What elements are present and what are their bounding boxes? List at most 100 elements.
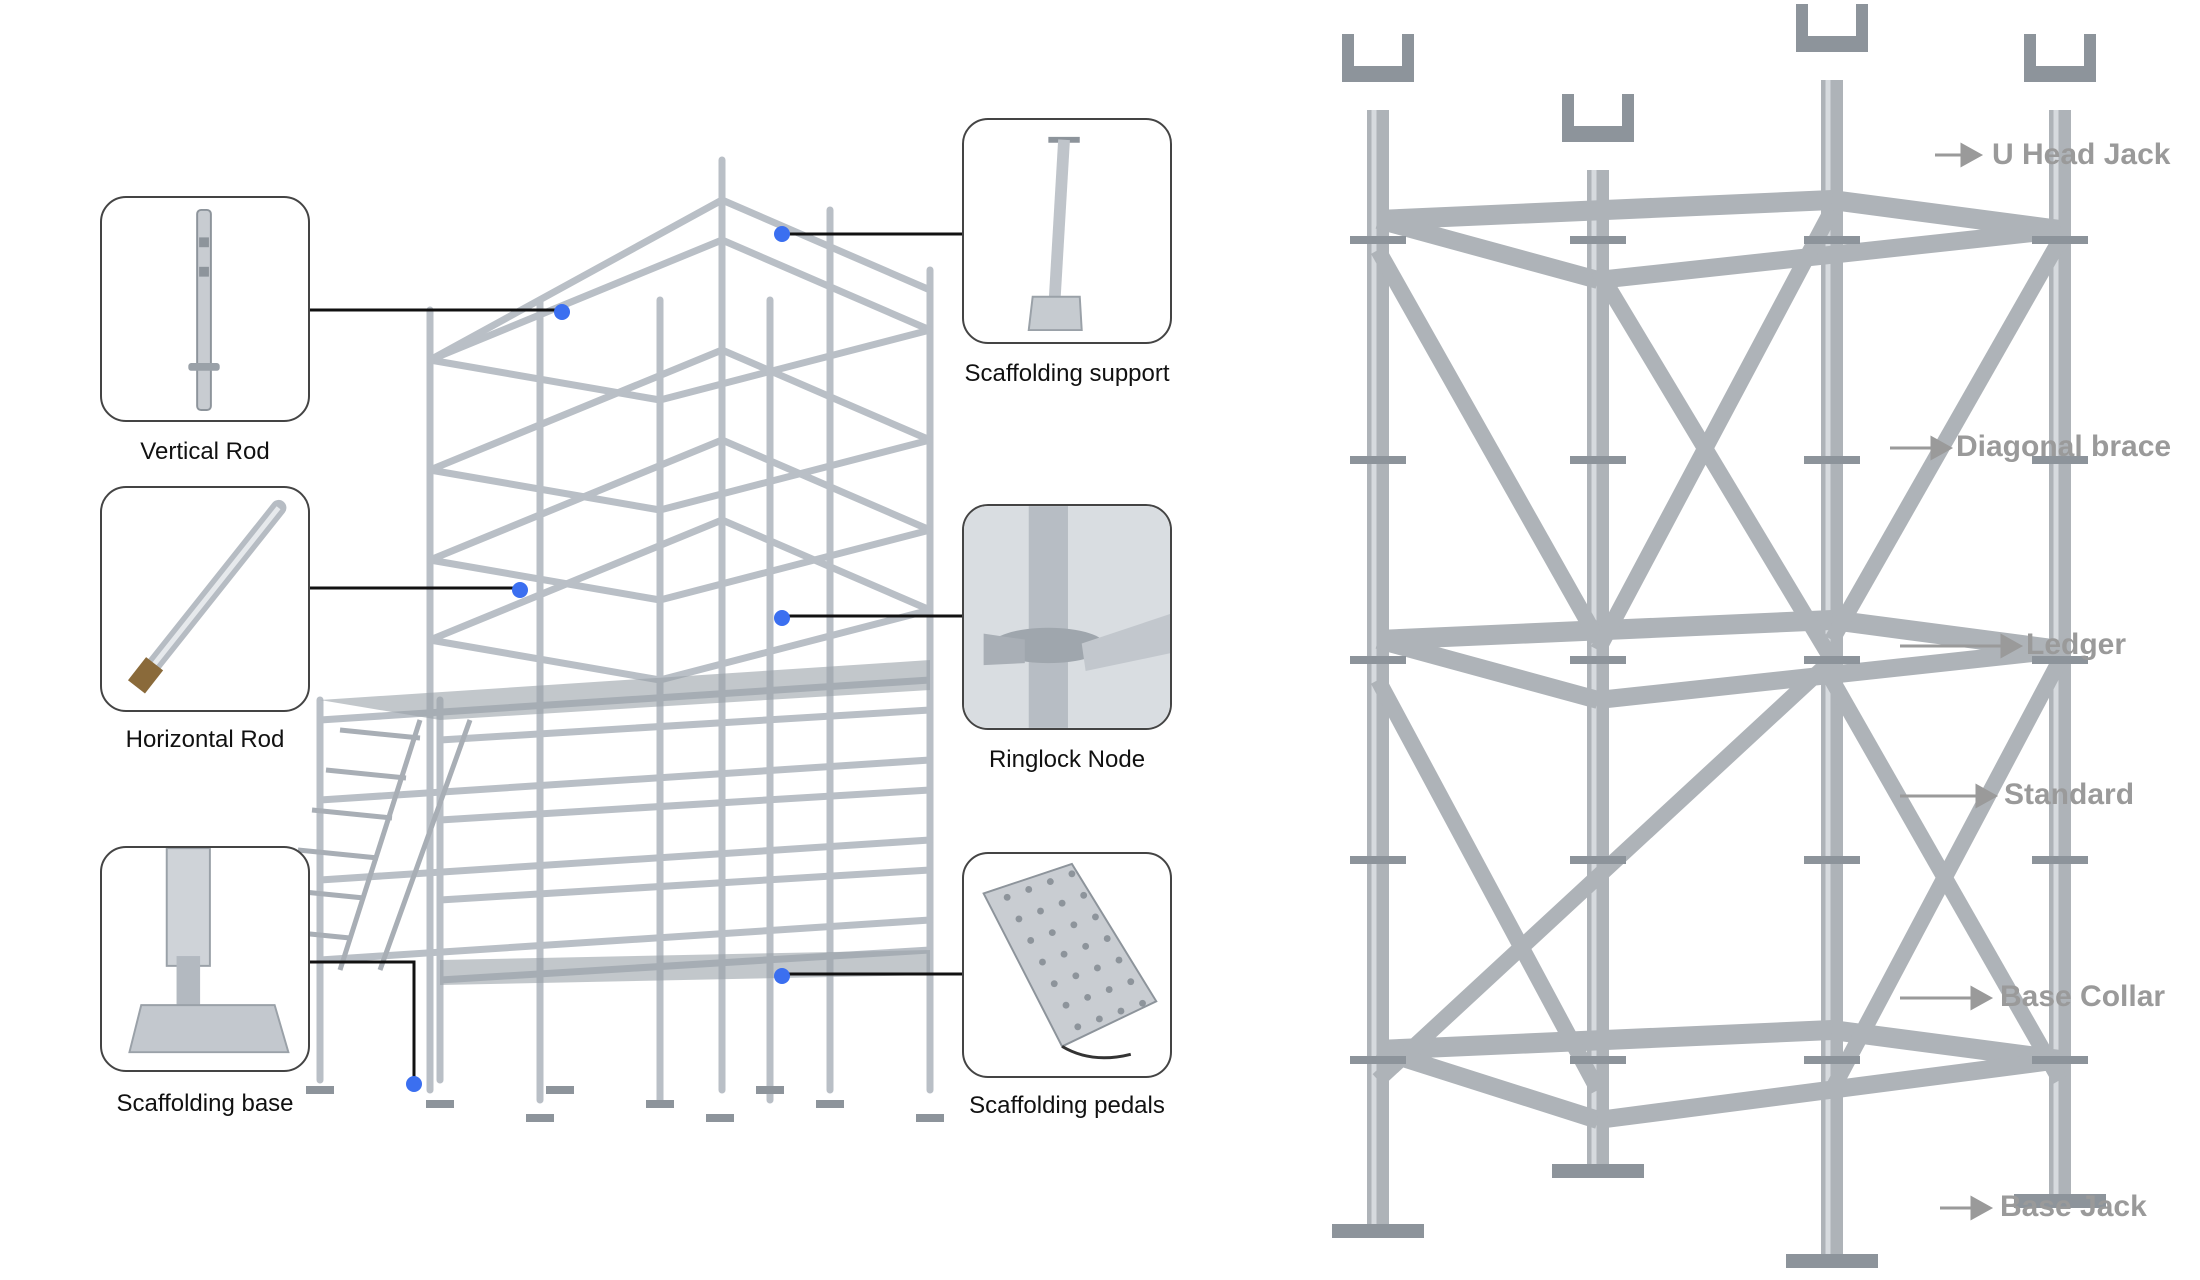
pointer-dot-scaffolding-base (406, 1076, 422, 1092)
stair-step (339, 727, 421, 741)
ledger (718, 196, 934, 294)
pedal-hole (1039, 958, 1046, 966)
rosette (1570, 856, 1626, 864)
rosette (2032, 656, 2088, 664)
callout-horizontal-rod (100, 486, 310, 712)
pointer-dot-scaffolding-support (774, 226, 790, 242)
ledger (1377, 1020, 1833, 1060)
ledger (1830, 190, 2062, 240)
stair-stringer (337, 719, 423, 971)
label-arrow-head (1930, 435, 1954, 461)
scaffolding-support-photo (1027, 136, 1083, 332)
rosette (1804, 1056, 1860, 1064)
pedal-hole (1046, 878, 1054, 886)
scaffolding-base-photo (128, 848, 290, 1054)
callout-scaffolding-pedals (962, 852, 1172, 1078)
u-head-side (2084, 34, 2096, 74)
u-head-side (1402, 34, 1414, 74)
base-plate (756, 1086, 784, 1094)
ledger (316, 756, 934, 804)
pedal-hole (1068, 870, 1076, 878)
ledger (426, 436, 726, 564)
ledger (426, 356, 664, 404)
rosette (1804, 656, 1860, 664)
deck-platform (440, 950, 930, 985)
rosette (1570, 1056, 1626, 1064)
shoring-tower-illustration (1332, 4, 2106, 1268)
pedal-hole (1070, 921, 1078, 929)
ledger (426, 236, 726, 364)
u-head-plate (2024, 66, 2096, 82)
diagonal-brace (1590, 206, 1840, 654)
label-arrow-head (1960, 142, 1984, 168)
base-plate (546, 1086, 574, 1094)
ledger (426, 346, 726, 474)
caption-scaffolding-pedals: Scaffolding pedals (969, 1092, 1165, 1119)
rosette (1570, 236, 1626, 244)
caption-horizontal-rod: Horizontal Rod (125, 726, 285, 753)
rosette (1350, 236, 1406, 244)
u-head-side (1562, 94, 1574, 134)
vertical-rod-photo (188, 208, 220, 412)
ledger (656, 326, 934, 404)
pedal-hole (1048, 929, 1056, 937)
u-head-side (1342, 34, 1354, 74)
base-plate (646, 1100, 674, 1108)
label-arrow-head (2000, 633, 2024, 659)
u-head-side (1796, 4, 1808, 44)
pedal-hole (1092, 913, 1099, 921)
caption-scaffolding-support: Scaffolding support (964, 360, 1170, 387)
ledger (1597, 221, 2061, 289)
label-u-head-jack: U Head Jack (1992, 138, 2171, 171)
pedal-hole (1127, 978, 1135, 986)
callout-scaffolding-support (962, 118, 1172, 344)
ledger (1597, 641, 2061, 709)
horizontal-rod-photo (127, 499, 287, 694)
ledger (436, 866, 934, 904)
ledger (316, 836, 934, 884)
base-jack-plate (2014, 1194, 2106, 1208)
base-plate (306, 1086, 334, 1094)
pedal-hole (1025, 886, 1033, 893)
pedal-hole (1060, 950, 1068, 958)
pointer-dot-scaffolding-pedals (774, 968, 790, 984)
ledger (316, 916, 934, 964)
pedal-hole (1074, 1023, 1082, 1031)
callout-scaffolding-base (100, 846, 310, 1072)
ledger (426, 466, 664, 514)
u-head-plate (1342, 66, 1414, 82)
ledger (436, 706, 934, 744)
ledger (1377, 190, 1833, 230)
pedal-hole (1084, 993, 1092, 1001)
label-base-jack: Base Jack (2000, 1190, 2147, 1223)
rosette (1350, 656, 1406, 664)
leader-scaffolding-base (308, 960, 416, 1082)
diagonal-brace (1370, 676, 1606, 1094)
pedal-hole (1093, 964, 1101, 972)
pedal-hole (1037, 907, 1044, 915)
ledger (656, 526, 934, 604)
u-head-side (1856, 4, 1868, 44)
rosette (1350, 1056, 1406, 1064)
stair-step (325, 767, 407, 781)
rosette (1570, 656, 1626, 664)
u-head-side (1622, 94, 1634, 134)
u-head-plate (1796, 36, 1868, 52)
caption-vertical-rod: Vertical Rod (140, 438, 270, 465)
pedal-hole (1072, 972, 1080, 980)
diagonal-brace (1372, 654, 1838, 1086)
rosette (1804, 456, 1860, 464)
rosette (2032, 236, 2088, 244)
caption-ringlock-node: Ringlock Node (988, 746, 1146, 773)
rosette (1804, 856, 1860, 864)
ledger (426, 556, 664, 604)
rosette (1350, 856, 1406, 864)
label-arrow-head (1970, 1195, 1994, 1221)
stair-step (297, 847, 379, 861)
base-jack-plate (1332, 1224, 1424, 1238)
ledger (426, 516, 726, 644)
rosette (1804, 236, 1860, 244)
ledger (1375, 631, 1601, 709)
callout-vertical-rod (100, 196, 310, 422)
pedal-hole (1095, 1015, 1103, 1023)
